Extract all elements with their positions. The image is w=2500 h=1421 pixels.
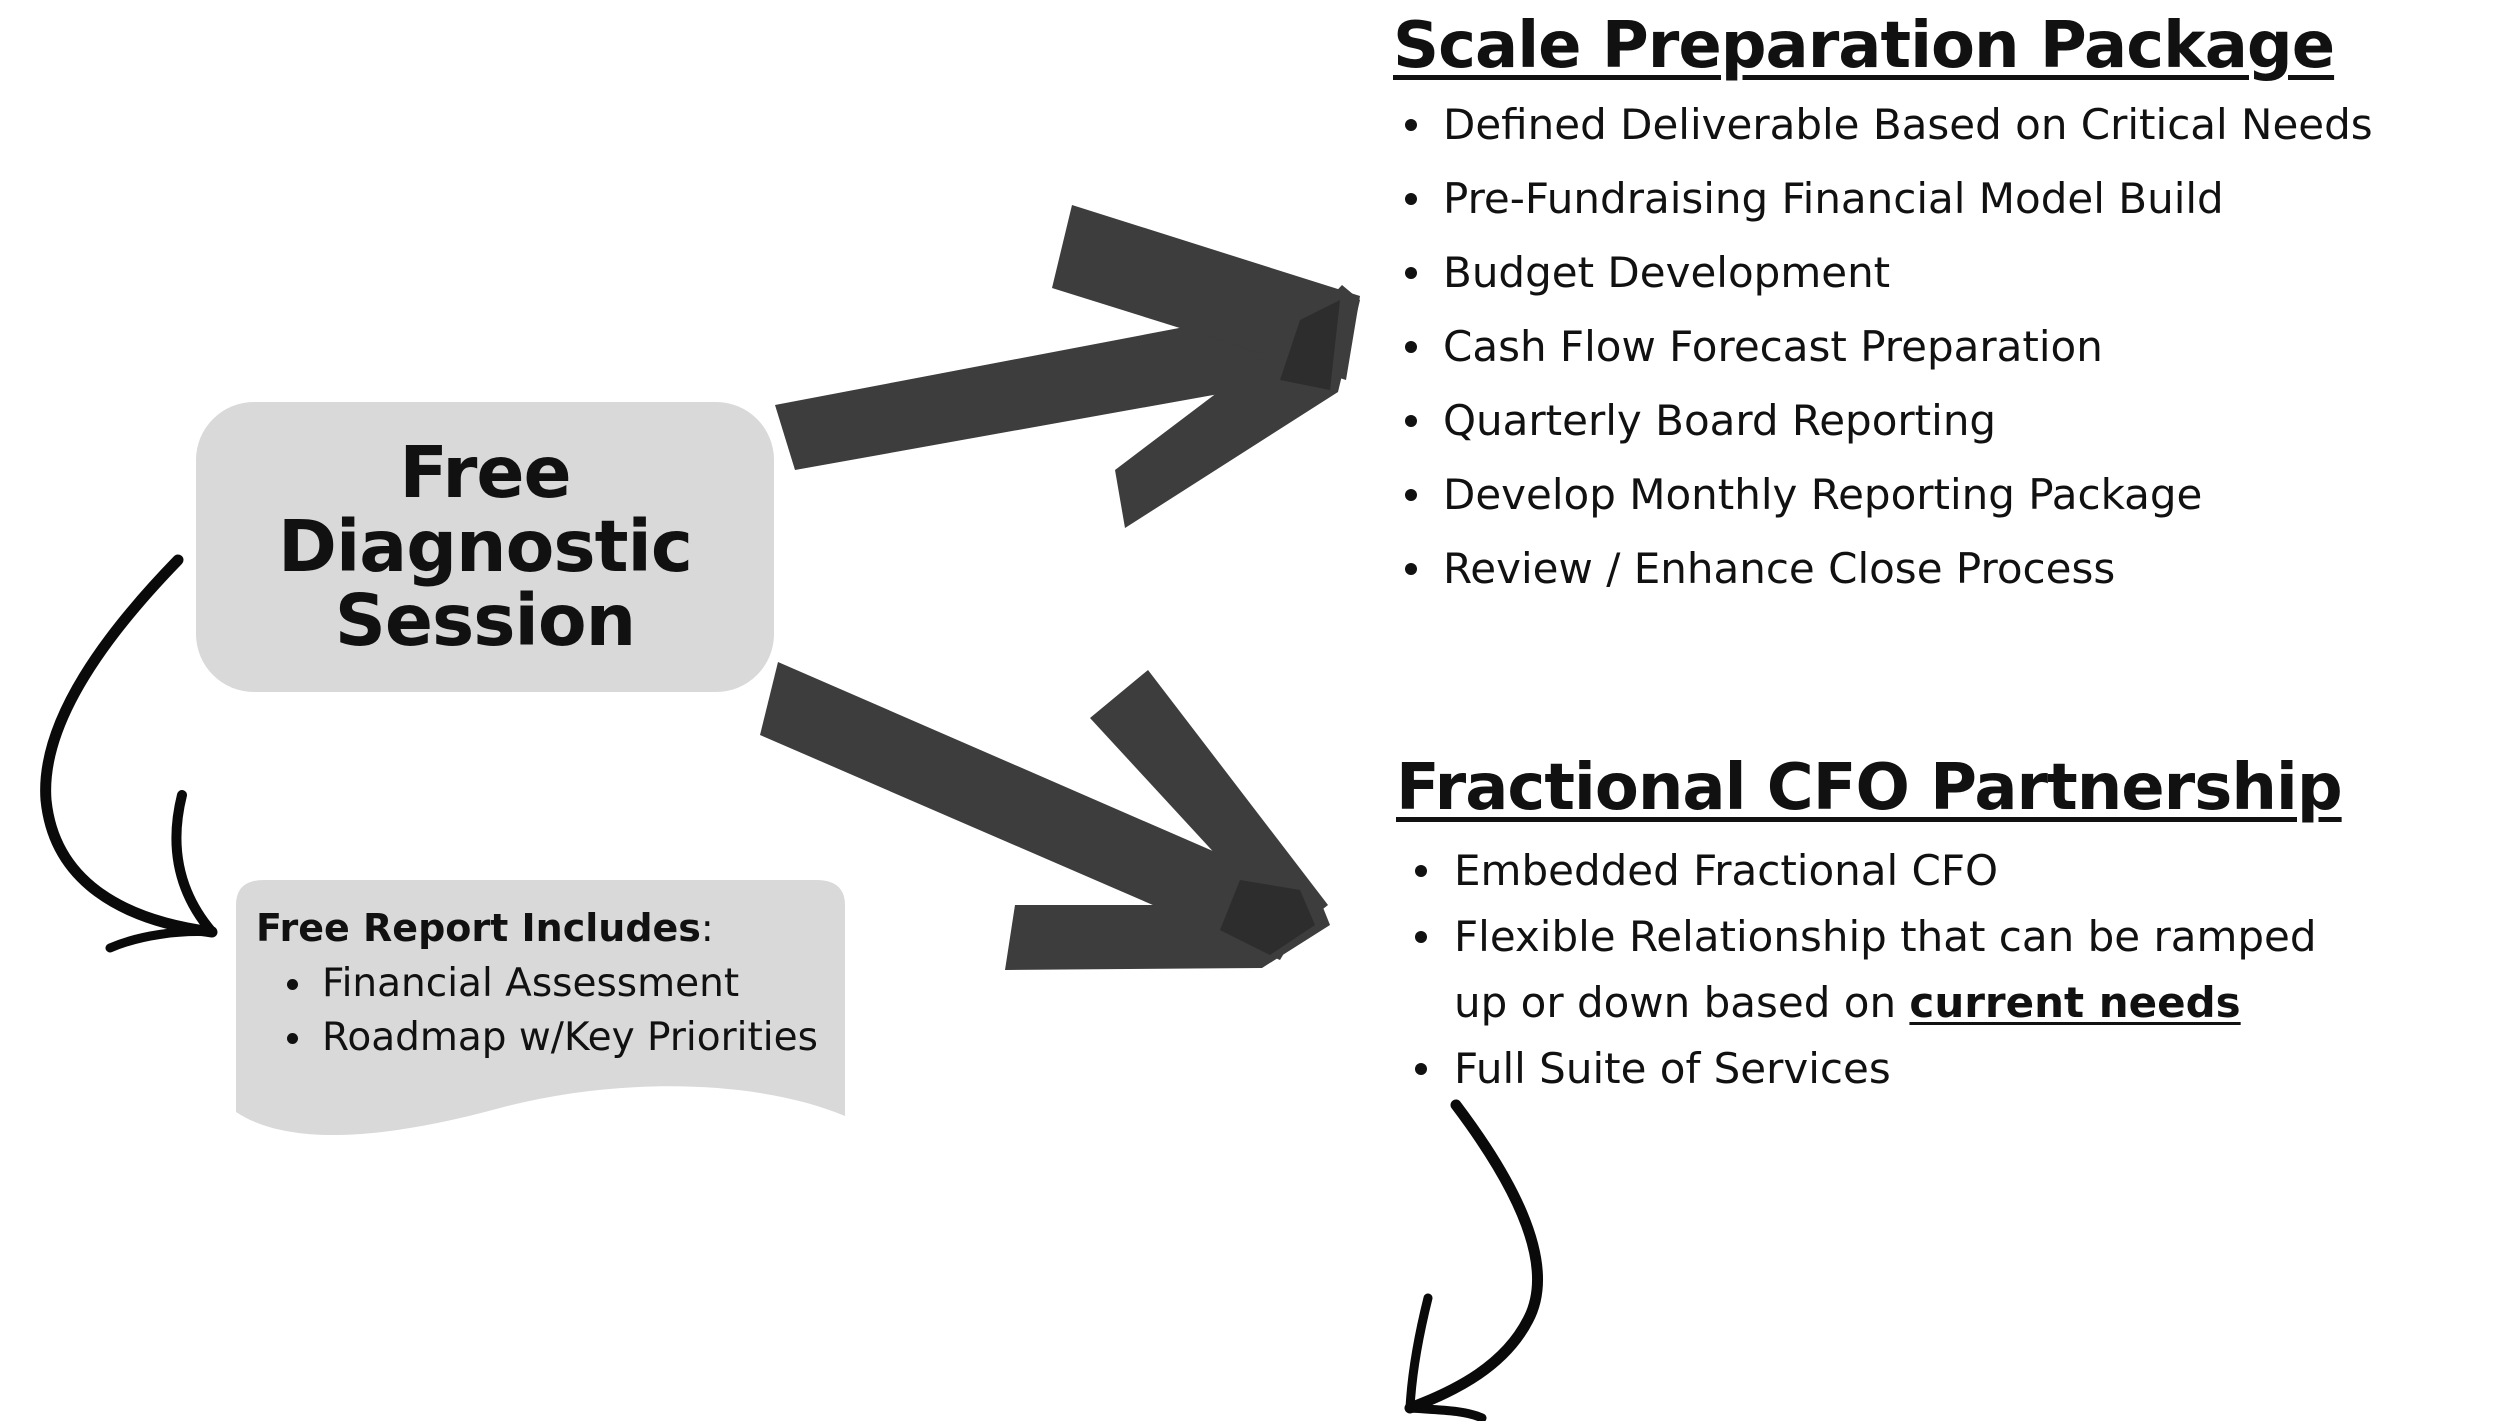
- scale-package-item: Defined Deliverable Based on Critical Ne…: [1395, 88, 2373, 162]
- free-report-content: Free Report Includes: Financial Assessme…: [256, 905, 818, 1065]
- curved-arrow-to-free-report: [46, 560, 212, 948]
- cfo-partnership-list: Embedded Fractional CFO Flexible Relatio…: [1406, 838, 2317, 1102]
- scale-package-item: Pre-Fundraising Financial Model Build: [1395, 162, 2373, 236]
- title-line-3: Session: [278, 584, 692, 658]
- cfo-item-line-2-prefix: up or down based on: [1454, 978, 1909, 1027]
- curved-arrow-down: [1410, 1105, 1538, 1418]
- scale-package-item: Develop Monthly Reporting Package: [1395, 458, 2373, 532]
- title-line-1: Free: [278, 436, 692, 510]
- cfo-partnership-title: Fractional CFO Partnership: [1396, 750, 2342, 826]
- free-diagnostic-session-box: Free Diagnostic Session: [196, 402, 774, 692]
- free-report-list: Financial Assessment Roadmap w/Key Prior…: [256, 957, 818, 1065]
- cfo-partnership-item: Flexible Relationship that can be ramped…: [1406, 904, 2317, 1036]
- cfo-item-line-1: Flexible Relationship that can be ramped: [1454, 904, 2317, 970]
- free-report-heading-bold: Free Report Includes: [256, 906, 701, 950]
- marker-arrow-to-cfo-partnership: [760, 662, 1330, 970]
- cfo-partnership-item: Full Suite of Services: [1406, 1036, 2317, 1102]
- scale-package-item: Budget Development: [1395, 236, 2373, 310]
- current-needs-emphasis: current needs: [1909, 978, 2240, 1027]
- scale-package-item: Quarterly Board Reporting: [1395, 384, 2373, 458]
- scale-package-list: Defined Deliverable Based on Critical Ne…: [1395, 88, 2373, 606]
- scale-package-item: Cash Flow Forecast Preparation: [1395, 310, 2373, 384]
- scale-package-item: Review / Enhance Close Process: [1395, 532, 2373, 606]
- title-line-2: Diagnostic: [278, 510, 692, 584]
- cfo-partnership-item: Embedded Fractional CFO: [1406, 838, 2317, 904]
- free-report-item: Roadmap w/Key Priorities: [256, 1011, 818, 1065]
- free-report-heading-colon: :: [701, 906, 714, 950]
- cfo-item-line-2: up or down based on current needs: [1454, 970, 2317, 1036]
- free-report-item: Financial Assessment: [256, 957, 818, 1011]
- free-diagnostic-session-title: Free Diagnostic Session: [278, 436, 692, 658]
- free-report-heading: Free Report Includes:: [256, 905, 818, 951]
- scale-package-title: Scale Preparation Package: [1393, 8, 2334, 84]
- marker-arrow-to-scale-package: [775, 205, 1360, 528]
